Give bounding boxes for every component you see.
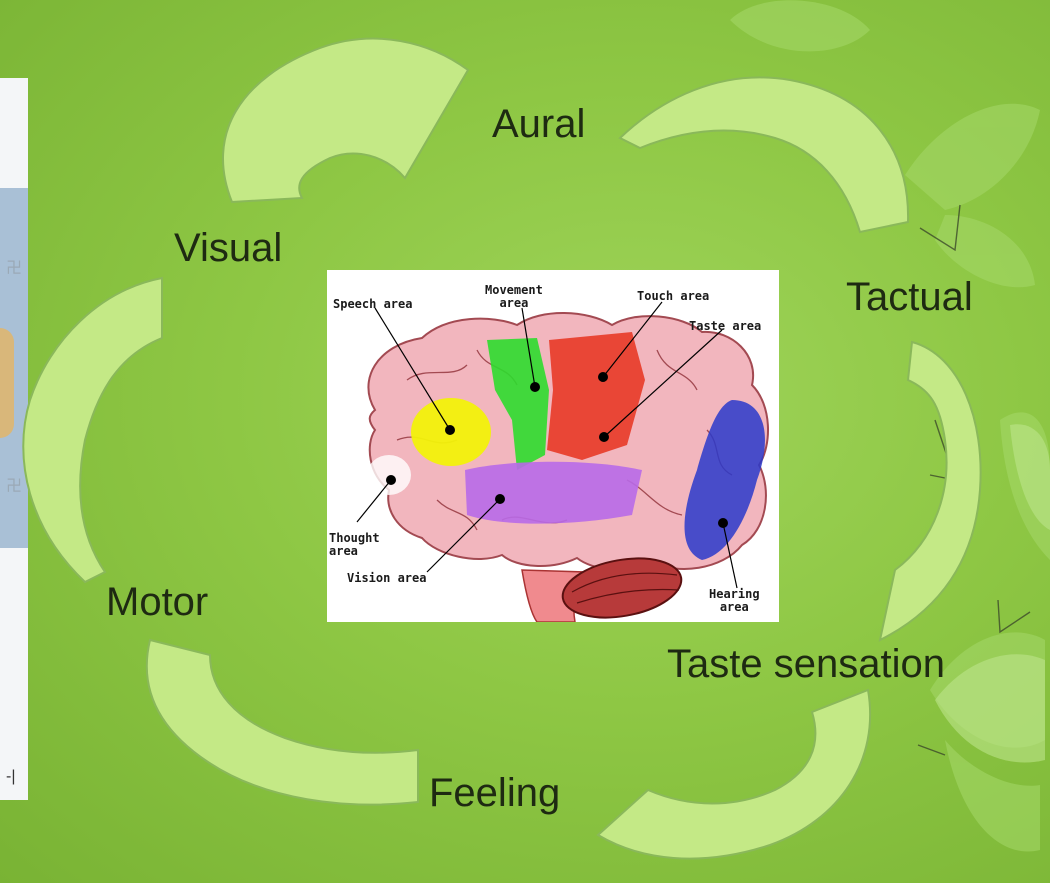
- brain-label-speech: Speech area: [333, 298, 412, 311]
- cycle-arrow-visual-aural: [223, 39, 468, 202]
- vision-area-region: [465, 462, 642, 524]
- brain-label-movement: Movement area: [485, 284, 543, 310]
- brain-label-taste: Taste area: [689, 320, 761, 333]
- brain-label-touch: Touch area: [637, 290, 709, 303]
- cycle-arrow-tactual-taste: [880, 342, 981, 640]
- label-visual: Visual: [174, 228, 282, 268]
- brain-label-vision: Vision area: [347, 572, 426, 585]
- brain-label-thought: Thought area: [329, 532, 380, 558]
- thought-area-region: [367, 455, 411, 495]
- label-aural: Aural: [492, 104, 585, 144]
- label-motor: Motor: [106, 582, 208, 622]
- brain-diagram: Speech area Movement area Touch area Tas…: [327, 270, 779, 622]
- label-tactual: Tactual: [846, 277, 973, 317]
- label-feeling: Feeling: [429, 773, 560, 813]
- cycle-arrow-motor-visual: [23, 278, 162, 582]
- cycle-arrow-aural-tactual: [620, 77, 908, 232]
- cycle-arrow-feeling-motor: [147, 640, 418, 805]
- label-taste-sensation: Taste sensation: [667, 644, 945, 684]
- cycle-arrow-taste-feeling: [598, 690, 870, 859]
- brain-label-hearing: Hearing area: [709, 588, 760, 614]
